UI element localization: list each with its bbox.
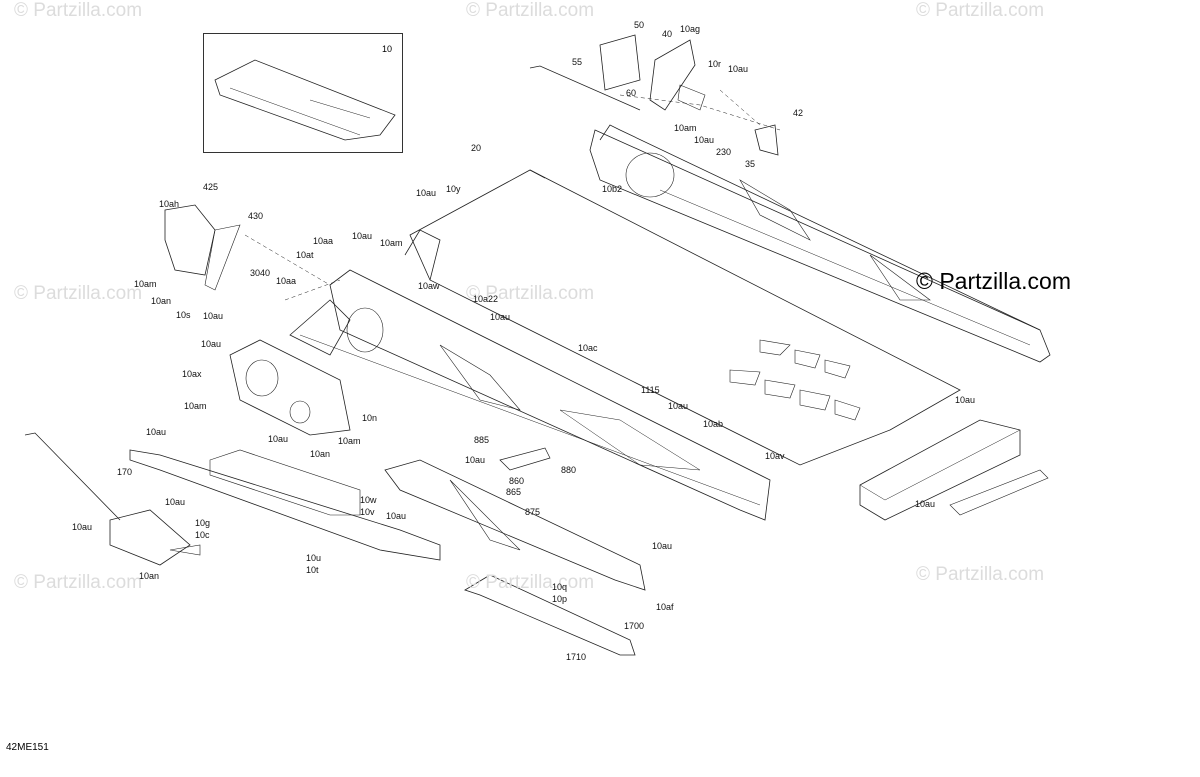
callout-10c: 10c <box>195 530 210 540</box>
callout-10am: 10am <box>338 436 361 446</box>
callout-880: 880 <box>561 465 577 475</box>
callout-40: 40 <box>662 29 673 39</box>
callout-875: 875 <box>525 507 541 517</box>
callout-430: 430 <box>248 211 264 221</box>
callout-60: 60 <box>626 88 637 98</box>
callout-10aw: 10aw <box>418 281 440 291</box>
callout-20: 20 <box>471 143 482 153</box>
callout-10au: 10au <box>146 427 167 437</box>
callout-1115: 1115 <box>641 385 660 395</box>
callout-230: 230 <box>716 147 732 157</box>
callout-10au: 10au <box>728 64 749 74</box>
callout-10au: 10au <box>955 395 976 405</box>
tunnel-plate <box>404 169 961 466</box>
callout-3040: 3040 <box>250 268 271 278</box>
center-lower-rail <box>384 447 646 591</box>
callout-10au: 10au <box>694 135 715 145</box>
rear-top-brackets <box>599 34 781 156</box>
callout-10b2: 10b2 <box>602 184 623 194</box>
callout-10aa: 10aa <box>276 276 297 286</box>
inset-view-box: 10 <box>203 33 403 153</box>
callout-10av: 10av <box>765 451 785 461</box>
callout-55: 55 <box>572 57 583 67</box>
callout-10p: 10p <box>552 594 568 604</box>
callout-10an: 10an <box>139 571 160 581</box>
callout-1700: 1700 <box>624 621 645 631</box>
callout-10ax: 10ax <box>182 369 202 379</box>
inset-label: 10 <box>381 44 392 54</box>
callout-10au: 10au <box>490 312 511 322</box>
watermark: © Partzilla.com <box>466 572 595 593</box>
watermark: © Partzilla.com <box>916 0 1045 21</box>
inset-tunnel-drawing <box>214 59 396 141</box>
callout-170: 170 <box>117 467 133 477</box>
callout-10g: 10g <box>195 518 211 528</box>
callout-10af: 10af <box>656 602 674 612</box>
left-tunnel-side <box>289 269 771 521</box>
diagram-reference-code: 42ME151 <box>6 742 49 753</box>
callout-10au: 10au <box>416 188 437 198</box>
callout-10am: 10am <box>380 238 403 248</box>
watermark: © Partzilla.com <box>466 283 595 304</box>
callout-10am: 10am <box>674 123 697 133</box>
callout-10am: 10am <box>184 401 207 411</box>
callout-10ab: 10ab <box>703 419 724 429</box>
callout-425: 425 <box>203 182 219 192</box>
callout-10aa: 10aa <box>313 236 334 246</box>
lower-front-rail <box>464 574 636 656</box>
rear-tunnel-rail <box>529 65 1051 363</box>
callout-10au: 10au <box>465 455 486 465</box>
callout-10au: 10au <box>268 434 289 444</box>
callout-10at: 10at <box>296 250 314 260</box>
watermark: © Partzilla.com <box>14 283 143 304</box>
watermark: © Partzilla.com <box>466 0 595 21</box>
callout-10ah: 10ah <box>159 199 180 209</box>
running-board <box>129 449 441 561</box>
callout-10au: 10au <box>915 499 936 509</box>
main-watermark: © Partzilla.com <box>916 268 1071 294</box>
callout-10q: 10q <box>552 582 568 592</box>
callout-10a22: 10a22 <box>473 294 499 304</box>
front-strap <box>24 432 201 566</box>
callout-10au: 10au <box>352 231 373 241</box>
top-left-bracket <box>164 204 241 291</box>
callout-10w: 10w <box>360 495 377 505</box>
callout-10an: 10an <box>151 296 172 306</box>
callout-1710: 1710 <box>566 652 587 662</box>
callout-10au: 10au <box>165 497 186 507</box>
callout-10v: 10v <box>360 507 375 517</box>
callout-35: 35 <box>745 159 756 169</box>
callout-860: 860 <box>509 476 525 486</box>
callout-10au: 10au <box>652 541 673 551</box>
callout-10s: 10s <box>176 310 191 320</box>
callout-10an: 10an <box>310 449 331 459</box>
callout-10au: 10au <box>668 401 689 411</box>
callout-10au: 10au <box>72 522 93 532</box>
watermark: © Partzilla.com <box>14 0 143 21</box>
callout-42: 42 <box>793 108 804 118</box>
callout-10r: 10r <box>708 59 722 69</box>
left-side-panel <box>229 339 351 436</box>
callout-10ac: 10ac <box>578 343 598 353</box>
callout-865: 865 <box>506 487 522 497</box>
callout-10au: 10au <box>203 311 224 321</box>
watermark: © Partzilla.com <box>14 572 143 593</box>
callout-885: 885 <box>474 435 490 445</box>
watermark: © Partzilla.com <box>916 564 1045 585</box>
callout-10u: 10u <box>306 553 322 563</box>
callout-10n: 10n <box>362 413 378 423</box>
callout-10au: 10au <box>386 511 407 521</box>
rear-bumper-bar <box>859 419 1049 521</box>
callout-10y: 10y <box>446 184 461 194</box>
callout-10ag: 10ag <box>680 24 701 34</box>
callout-10au: 10au <box>201 339 222 349</box>
callout-50: 50 <box>634 20 645 30</box>
callout-10t: 10t <box>306 565 319 575</box>
callout-10am: 10am <box>134 279 157 289</box>
leader-lines <box>244 89 761 301</box>
